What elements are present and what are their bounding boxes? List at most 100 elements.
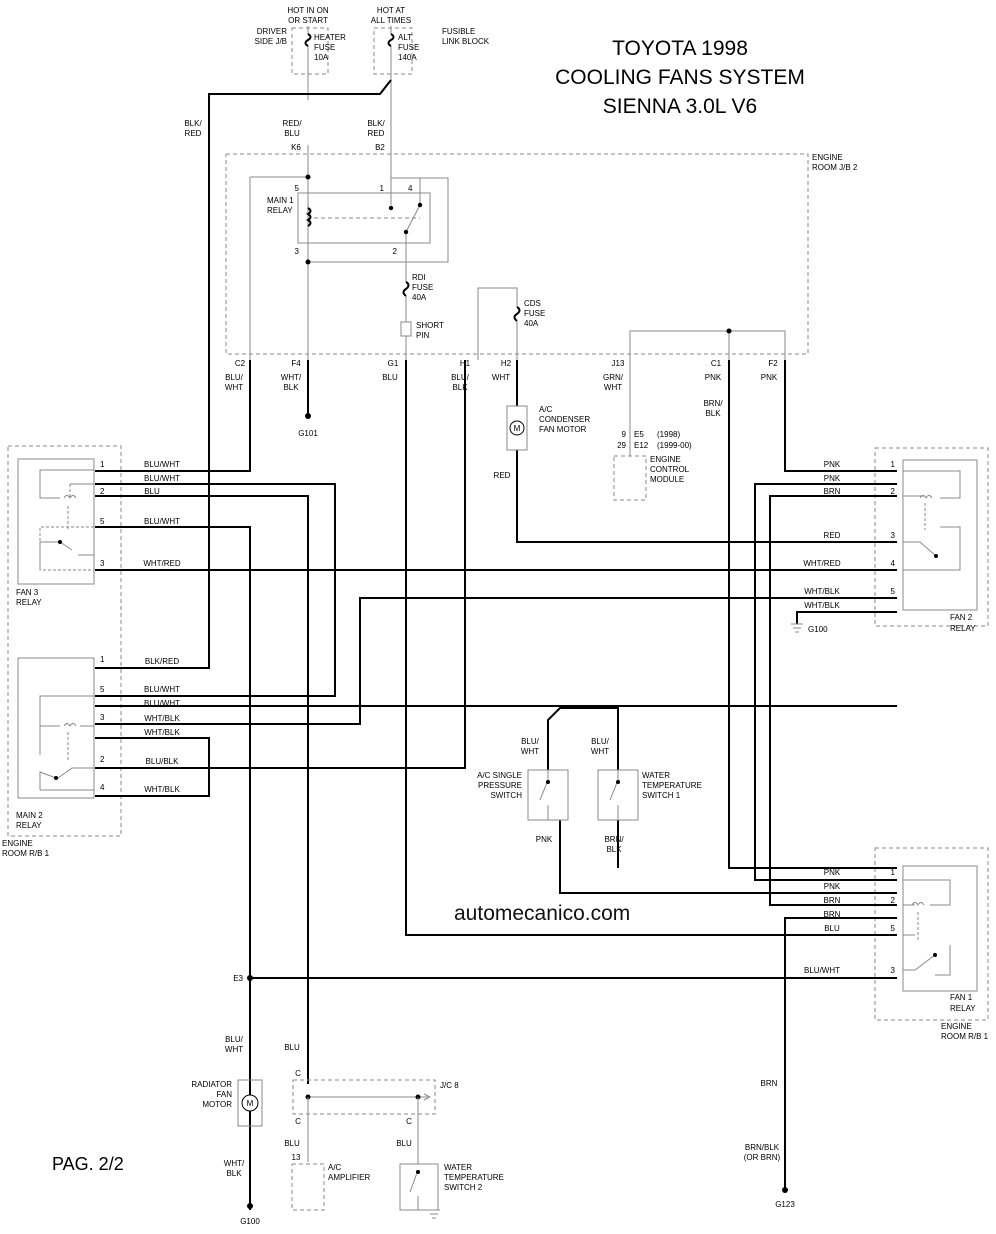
rb1-right-label-2: ROOM R/B 1 [941, 1032, 989, 1041]
ecm-year-1: (1998) [657, 430, 680, 439]
jc8-label: J/C 8 [440, 1081, 459, 1090]
fan3-relay-box [17, 458, 95, 585]
wts1-label-1: WATER [642, 771, 670, 780]
main1-junction-dot [305, 259, 311, 265]
main2-wire-label-4: WHT/BLK [144, 714, 180, 723]
ac-amp-label-1: A/C [328, 1163, 342, 1172]
sw-wire-a-1: BLU/ [521, 737, 540, 746]
ecm-e12: E12 [634, 441, 649, 450]
fan2-pin-3: 3 [891, 531, 896, 540]
fan3-blu-wht-loop-wire [95, 483, 336, 697]
wts1-dot [616, 780, 620, 784]
fan3-relay-internal [39, 484, 94, 571]
fan1-wire-label-2: PNK [824, 882, 841, 891]
g100-right-label: G100 [808, 625, 828, 634]
wts2-label-3: SWITCH 2 [444, 1183, 483, 1192]
ecm-pin-29: 29 [617, 441, 626, 450]
fan1-wire-label-3: BRN [824, 896, 841, 905]
g100-bottom-ground-icon [247, 1203, 253, 1209]
c2-wire-label-2: WHT [225, 383, 243, 392]
wts2-wire-label: BLU [396, 1139, 412, 1148]
fan2-pin-1: 1 [891, 460, 896, 469]
g1-wire-label: BLU [382, 373, 398, 382]
cds-fuse-icon [513, 306, 521, 322]
rdi-label-3: 40A [412, 293, 427, 302]
cds-wire [477, 287, 518, 360]
conn-f4: F4 [291, 359, 301, 368]
fan2-relay-box [902, 459, 978, 611]
fan3-wire-label-4: BLU/WHT [144, 517, 180, 526]
fan3-wire-label-1: BLU/WHT [144, 460, 180, 469]
fan2-ground-wire [796, 611, 897, 624]
cds-label-2: FUSE [524, 309, 545, 318]
fan1-relay-label-2: RELAY [950, 1004, 976, 1013]
fan2-pnk-fan1-wire [754, 483, 897, 881]
sw-pnk-label: PNK [536, 835, 553, 844]
main1-pin-2: 2 [393, 247, 398, 256]
conn-j13: J13 [612, 359, 625, 368]
main2-relay-box [17, 657, 95, 799]
main2-wire-label-1: BLK/RED [145, 657, 179, 666]
main2-relay-label-2: RELAY [16, 821, 42, 830]
ac-switch-dot [546, 780, 550, 784]
fan3-relay-switch [39, 541, 94, 570]
fan2-relay-pins: 1 2 3 4 5 [891, 460, 896, 596]
fan2-relay-label-2: RELAY [950, 624, 976, 633]
radiator-motor-box [237, 1079, 263, 1127]
main2-pin-3: 3 [100, 713, 105, 722]
jc8-box [292, 1079, 436, 1115]
main1-pin-3: 3 [295, 247, 300, 256]
g100-right-ground-icon [791, 623, 803, 633]
sw-wire-a-2: WHT [521, 747, 539, 756]
alt-fuse-icon [387, 33, 395, 47]
conn-f2: F2 [768, 359, 778, 368]
title-line-2: COOLING FANS SYSTEM [555, 66, 805, 89]
wts2-ground-icon [428, 1209, 440, 1219]
hot-at-label-1: HOT AT [377, 6, 405, 15]
cds-label-3: 40A [524, 319, 539, 328]
driver-jb-label-1: DRIVER [257, 27, 287, 36]
jc8-down-wires [307, 1097, 419, 1164]
alt-fuse-label-3: 140A [398, 53, 417, 62]
fan2-wire-label-5: WHT/RED [803, 559, 841, 568]
sw-wire-b-2: WHT [591, 747, 609, 756]
brn-blk-label-2: BLK [705, 409, 721, 418]
jb2-connectors: C2 F4 G1 H1 H2 J13 C1 F2 [235, 359, 778, 368]
conn-c1: C1 [711, 359, 722, 368]
ac-switch-label-1: A/C SINGLE [477, 771, 522, 780]
ecm-e5: E5 [634, 430, 644, 439]
rad-wire-label-2: WHT [225, 1045, 243, 1054]
fan1-relay-pins: 1 2 5 3 [891, 868, 896, 975]
fan1-relay-coil-wiring [903, 879, 951, 906]
fan1-contact-dot [933, 953, 937, 957]
title-line-3: SIENNA 3.0L V6 [603, 95, 757, 118]
main1-relay-box [297, 192, 431, 244]
condenser-label-1: A/C [539, 405, 553, 414]
fan3-wire-label-5: WHT/RED [143, 559, 181, 568]
condenser-motor-box [506, 405, 528, 451]
ecm-pin-9: 9 [622, 430, 627, 439]
k6-label: K6 [291, 143, 301, 152]
red-blu-label-1: RED/ [282, 119, 302, 128]
pnk-junction-dot [726, 328, 732, 334]
red-blu-label-2: BLU [284, 129, 300, 138]
fan3-relay-pins: 1 2 5 3 [100, 460, 105, 568]
ac-switch-contact [539, 770, 549, 820]
fan2-relay-label-1: FAN 2 [950, 613, 973, 622]
fan3-relay-label-1: FAN 3 [16, 588, 39, 597]
wts2-dot [416, 1170, 420, 1174]
main2-wire-label-7: WHT/BLK [144, 785, 180, 794]
alt-fuse-label-1: ALT [398, 33, 412, 42]
ecm-year-2: (1999-00) [657, 441, 692, 450]
fan1-wire-label-6: BLU/WHT [804, 966, 840, 975]
amp-wire-label: BLU [284, 1139, 300, 1148]
heater-fuse-label-1: HEATER [314, 33, 346, 42]
main2-contact-dot [54, 776, 58, 780]
wts1-label-2: TEMPERATURE [642, 781, 702, 790]
sw-brn-blk-label-1: BRN/ [604, 835, 624, 844]
ac-switch-label-2: PRESSURE [478, 781, 522, 790]
fan1-pin-5: 5 [891, 924, 896, 933]
rad-gnd-label-2: BLK [226, 1169, 242, 1178]
main1-pin-1: 1 [380, 184, 385, 193]
rb1-left-label-1: ENGINE [2, 839, 33, 848]
